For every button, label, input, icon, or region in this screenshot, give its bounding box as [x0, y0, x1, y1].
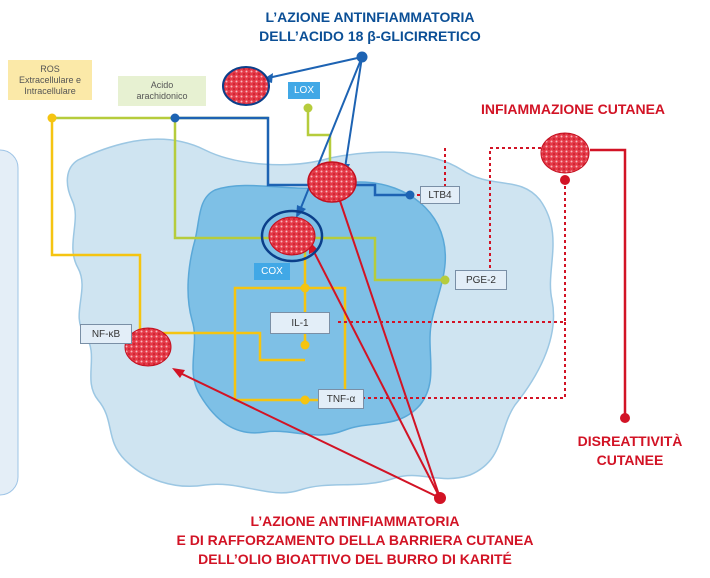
cox-label: COX	[254, 263, 290, 280]
inflammation-title-text: INFIAMMAZIONE CUTANEA	[480, 101, 666, 117]
inflammation-ellipse	[540, 132, 590, 174]
disreactivity-line1: DISREATTIVITÀ	[577, 433, 683, 449]
acido-line1: Acido	[150, 80, 174, 90]
acido-arachidonico-label: Acido arachidonico	[118, 76, 206, 106]
top-title: L’AZIONE ANTINFIAMMATORIA DELL’ACIDO 18 …	[230, 8, 510, 46]
inflammation-title: INFIAMMAZIONE CUTANEA	[438, 100, 708, 119]
il1-label: IL-1	[270, 312, 330, 334]
disreactivity-line2: CUTANEE	[596, 452, 664, 468]
ros-line2: Extracellulare e	[18, 74, 82, 85]
disreactivity-title: DISREATTIVITÀ CUTANEE	[560, 432, 700, 470]
inhibition-ellipse-cox	[268, 216, 316, 256]
bottom-title-line3: DELL’OLIO BIOATTIVO DEL BURRO DI KARITÉ	[198, 551, 512, 567]
lox-label: LOX	[288, 82, 320, 99]
inhibition-ellipse-cox-outer	[260, 209, 324, 263]
inhibition-ellipse-lox	[307, 161, 357, 203]
side-panel	[0, 149, 19, 496]
nfkb-label: NF-κB	[80, 324, 132, 344]
pge2-label: PGE-2	[455, 270, 507, 290]
red-solid-link	[590, 148, 627, 418]
inhibition-ellipse-nfkb	[124, 327, 172, 367]
top-title-line1: L’AZIONE ANTINFIAMMATORIA	[265, 9, 475, 25]
red-arrows	[177, 194, 441, 499]
ros-label: ROS Extracellulare e Intracellulare	[8, 60, 92, 100]
bottom-title-line2: E DI RAFFORZAMENTO DELLA BARRIERA CUTANE…	[176, 532, 534, 548]
cell-nucleus	[187, 181, 446, 436]
ros-line1: ROS	[40, 63, 60, 74]
bottom-title: L’AZIONE ANTINFIAMMATORIA E DI RAFFORZAM…	[140, 512, 570, 569]
ltb4-label: LTB4	[420, 186, 460, 204]
bottom-title-line1: L’AZIONE ANTINFIAMMATORIA	[250, 513, 460, 529]
ros-line3: Intracellulare	[24, 85, 76, 96]
top-title-line2: DELL’ACIDO 18 β-GLICIRRETICO	[259, 28, 481, 44]
acido-line2: arachidonico	[136, 91, 188, 101]
tnfa-label: TNF-α	[318, 389, 364, 409]
inhibition-ellipse-top	[222, 66, 270, 106]
